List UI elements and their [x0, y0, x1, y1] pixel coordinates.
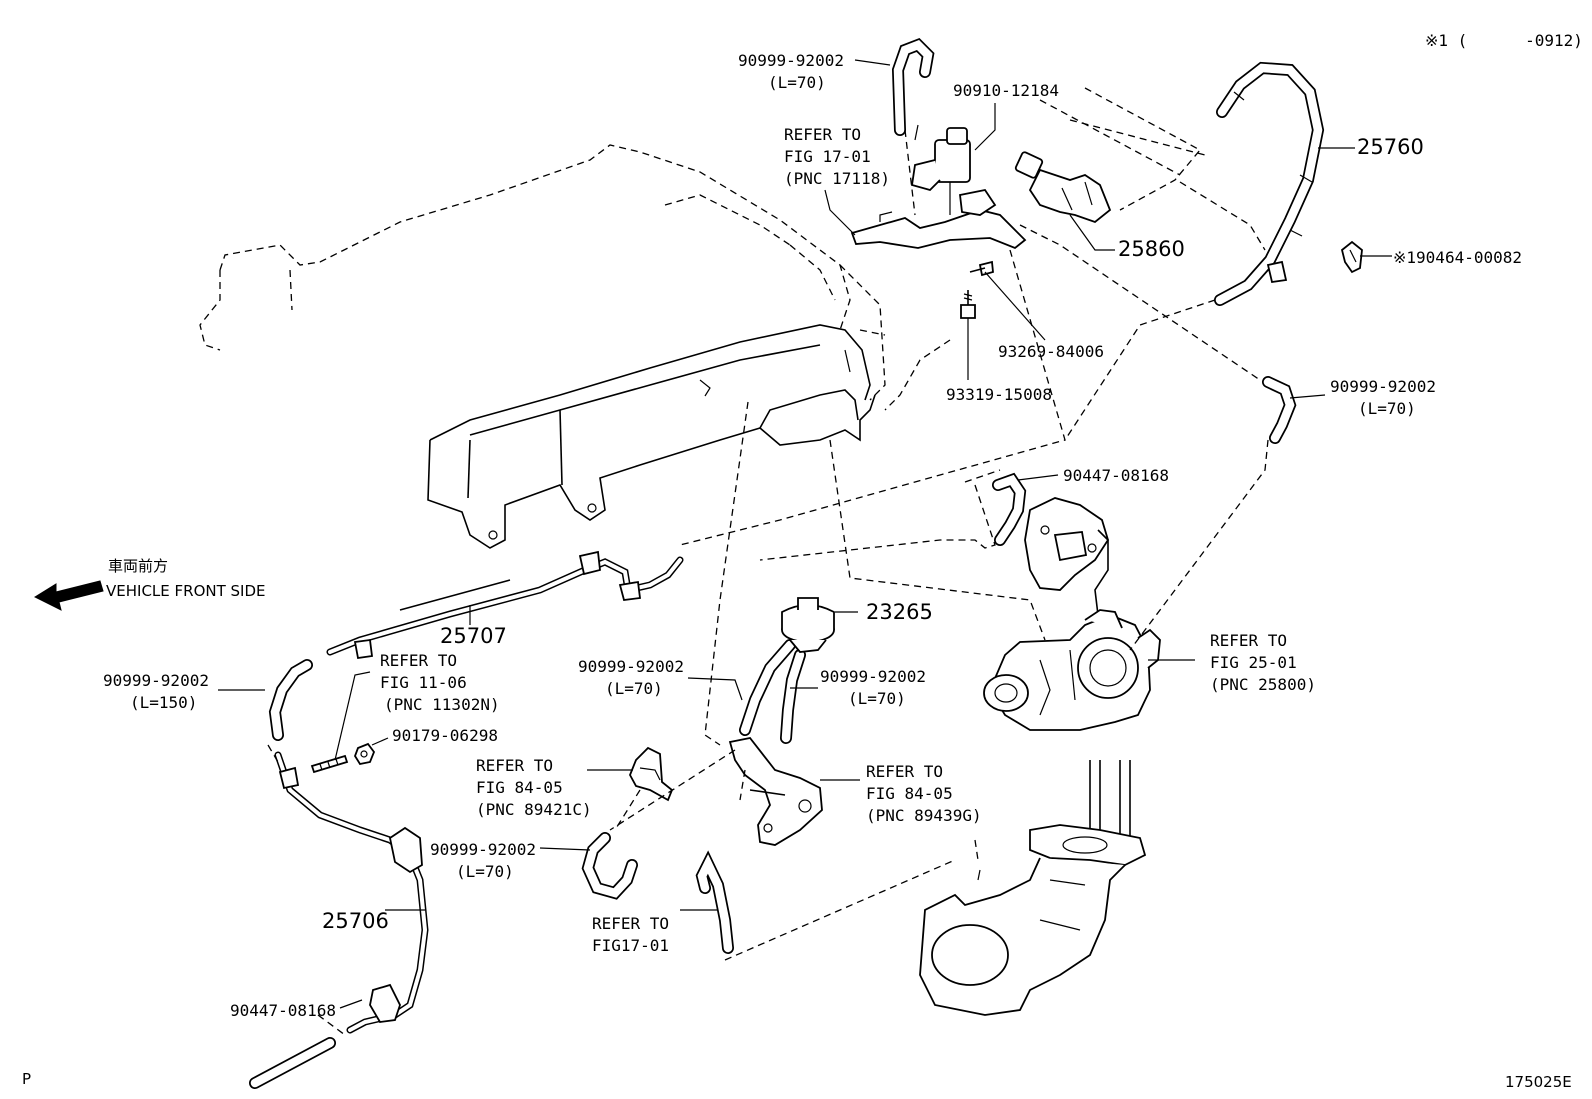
direction-label-en: VEHICLE FRONT SIDE	[106, 582, 266, 600]
label-ref-84-05-a-l1: REFER TO	[476, 756, 554, 775]
figure-id: 175025E	[1505, 1073, 1572, 1091]
label-90999-top-len: (L=70)	[768, 73, 826, 92]
label-ref-84-05-b-l2: FIG 84-05	[866, 784, 953, 803]
label-90999-mid2-len: (L=70)	[848, 689, 906, 708]
engine-phantom-outline	[199, 144, 886, 401]
label-ref-84-05-a-l2: FIG 84-05	[476, 778, 563, 797]
hose-refer-17-01-b	[695, 850, 734, 954]
vacuum-switching-valve-25860	[1014, 151, 1112, 224]
label-ref-17-01-a-l2: FIG 17-01	[784, 147, 871, 166]
label-90999-mid2-num: 90999-92002	[820, 667, 926, 686]
label-ref-17-01-a-l1: REFER TO	[784, 125, 862, 144]
hose-90999-low	[581, 832, 638, 900]
label-ref-25-01-l3: (PNC 25800)	[1210, 675, 1316, 694]
pipe-25707	[326, 550, 684, 660]
vsv-bracket-assembly	[850, 124, 1027, 250]
label-25706: 25706	[322, 909, 389, 933]
label-ref-17-01-a-l3: (PNC 17118)	[784, 169, 890, 188]
label-ref-17-01-b-l2: FIG17-01	[592, 936, 670, 955]
label-90999-l150-num: 90999-92002	[103, 671, 209, 690]
label-90447-low: 90447-08168	[230, 1001, 336, 1020]
label-ref-84-05-a-l3: (PNC 89421C)	[476, 800, 592, 819]
stud-bolt	[310, 754, 349, 774]
label-ref-11-06-l3: (PNC 11302N)	[384, 695, 500, 714]
label-90999-right-num: 90999-92002	[1330, 377, 1436, 396]
hose-25760	[1214, 61, 1325, 306]
label-ref-11-06-l1: REFER TO	[380, 651, 458, 670]
label-ref-11-06-l2: FIG 11-06	[380, 673, 467, 692]
label-90999-mid1-num: 90999-92002	[578, 657, 684, 676]
label-ref-25-01-l2: FIG 25-01	[1210, 653, 1297, 672]
label-25860: 25860	[1118, 237, 1185, 261]
hose-90999-right	[1262, 376, 1297, 444]
direction-label-jp: 車両前方	[108, 557, 169, 575]
label-ref-17-01-b-l1: REFER TO	[592, 914, 670, 933]
front-direction-arrow	[33, 580, 104, 611]
label-93269: 93269-84006	[998, 342, 1104, 361]
label-93319: 93319-15008	[946, 385, 1052, 404]
hose-90447-top	[992, 472, 1027, 546]
phantom-connection-lines	[267, 87, 1269, 1036]
valve-23265	[781, 597, 835, 653]
throttle-body-assembly	[983, 497, 1161, 731]
hose-90999-mid2	[780, 649, 806, 744]
label-25760: 25760	[1357, 135, 1424, 159]
hose-90999-top	[891, 38, 935, 136]
label-ref-84-05-b-l3: (PNC 89439G)	[866, 806, 982, 825]
bolt-93319	[960, 290, 976, 319]
hose-90999-mid1	[739, 639, 796, 736]
label-90464: ※190464-00082	[1393, 248, 1522, 267]
hose-clip-90464	[1340, 240, 1363, 274]
nut-90179	[354, 742, 376, 766]
air-duct-assembly	[919, 760, 1147, 1016]
label-ref-25-01-l1: REFER TO	[1210, 631, 1288, 650]
intake-manifold	[427, 324, 876, 549]
label-90910: 90910-12184	[953, 81, 1059, 100]
hose-90999-l150	[268, 659, 313, 741]
header-note: ※1 ( -0912)	[1425, 31, 1583, 50]
label-90999-low-len: (L=70)	[456, 862, 514, 881]
label-25707: 25707	[440, 624, 507, 648]
hose-90447-low	[249, 1037, 336, 1089]
pipe-25706	[274, 751, 429, 1034]
page-code: P	[22, 1070, 32, 1088]
bracket-89421c	[629, 746, 674, 802]
label-90179: 90179-06298	[392, 726, 498, 745]
label-90999-low-num: 90999-92002	[430, 840, 536, 859]
label-23265: 23265	[866, 600, 933, 624]
label-ref-84-05-b-l1: REFER TO	[866, 762, 944, 781]
label-90999-l150-len: (L=150)	[130, 693, 198, 712]
label-90999-top-num: 90999-92002	[738, 51, 844, 70]
label-90999-mid1-len: (L=70)	[605, 679, 663, 698]
label-90447-top: 90447-08168	[1063, 466, 1169, 485]
label-90999-right-len: (L=70)	[1358, 399, 1416, 418]
bracket-89439g	[728, 737, 823, 846]
bolt-93269	[969, 260, 994, 277]
leader-lines	[218, 59, 1392, 1009]
